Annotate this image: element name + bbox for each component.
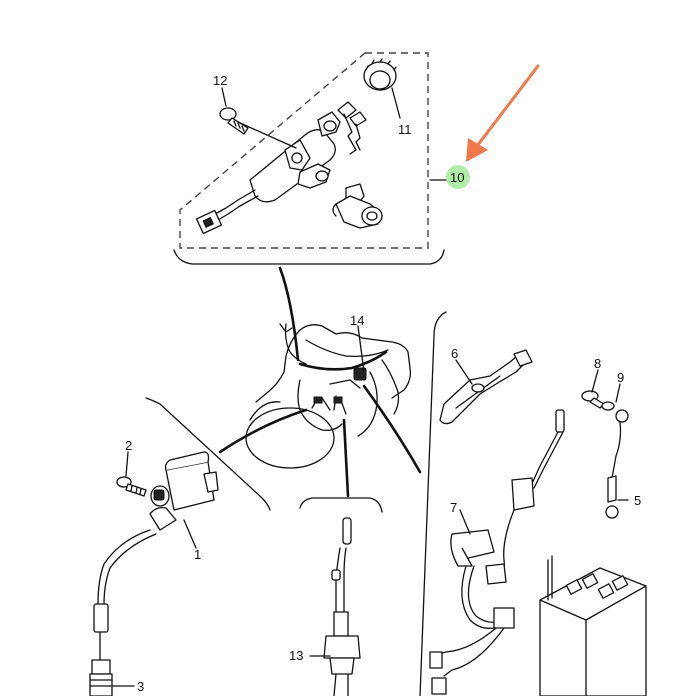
callout-2: 2 — [125, 438, 132, 453]
callout-6: 6 — [451, 346, 458, 361]
callout-10: 10 — [450, 170, 464, 185]
callout-7: 7 — [450, 500, 457, 515]
battery-part — [539, 555, 647, 696]
connecting-wires — [218, 266, 422, 498]
seat-lock-part — [332, 183, 383, 229]
ignition-coil-part — [97, 451, 219, 605]
highlight-marker — [446, 165, 470, 189]
battery-panel — [419, 311, 447, 696]
main-switch-part — [195, 111, 341, 235]
terminal-bolt-part — [581, 390, 605, 409]
bolt-part — [219, 107, 249, 135]
relay-connector — [353, 367, 367, 381]
spark-plug-cap-part — [89, 603, 113, 696]
callout-labels: 12 11 10 14 6 8 9 2 5 7 1 13 3 — [125, 73, 641, 694]
callout-8: 8 — [594, 356, 601, 371]
arrow-icon — [466, 64, 540, 162]
starter-relay-part — [429, 409, 565, 695]
callout-9: 9 — [617, 370, 624, 385]
coil-bolt-part — [116, 476, 147, 497]
ignition-coil-panel — [145, 397, 271, 511]
battery-lead-part — [605, 421, 622, 519]
callout-5: 5 — [634, 493, 641, 508]
key-part — [337, 101, 367, 155]
leader-lines — [111, 87, 629, 687]
sensor-part — [323, 517, 361, 696]
callout-3: 3 — [137, 679, 144, 694]
washer-part — [601, 401, 629, 423]
nut-part — [363, 58, 401, 119]
motorcycle-silhouette — [245, 323, 412, 469]
callout-12: 12 — [213, 73, 227, 88]
sensor-panel — [299, 497, 383, 513]
callout-11: 11 — [398, 122, 412, 137]
main-switch-inset — [173, 52, 445, 265]
callout-14: 14 — [350, 313, 364, 328]
callout-1: 1 — [194, 547, 201, 562]
battery-band-part — [439, 349, 533, 425]
callout-13: 13 — [289, 648, 303, 663]
